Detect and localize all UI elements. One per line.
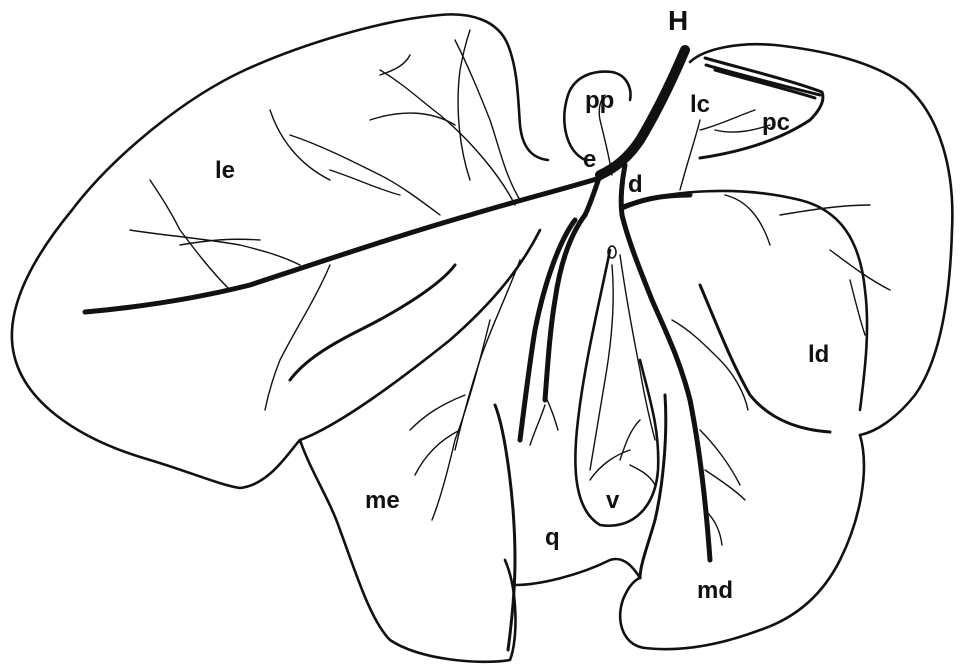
label-md: md [697,577,733,604]
label-lc: lc [690,91,710,118]
caudate-process-upper-edge [706,65,820,95]
main-duct-d [621,165,710,560]
gallbladder-outline [575,250,658,526]
right-lateral-lobe-lower [620,435,864,649]
right-medial-lobe-edge [640,395,666,578]
quadrate-lobe-outline [515,559,640,585]
left-medial-lobe-fissure [290,265,455,380]
label-pc: pc [762,109,790,136]
medial-lobe-inner-edge [495,405,515,650]
left-lateral-lobe-outline [12,14,548,488]
caudate-process-rim [700,58,823,158]
label-d: d [628,171,643,198]
label-me: me [365,487,400,514]
papillary-process-outline [564,72,630,160]
medial-duct-branch [545,215,585,400]
left-lateral-lobe-lower-edge [300,230,540,440]
label-H: H [668,5,688,36]
right-lateral-lobe-outline [625,191,867,410]
label-ld: ld [808,341,829,368]
left-medial-lobe-outline [300,440,515,662]
label-e: e [583,146,596,173]
label-q: q [545,524,560,551]
label-le: le [215,157,235,184]
label-pp: pp [585,87,614,114]
label-v: v [606,487,620,514]
